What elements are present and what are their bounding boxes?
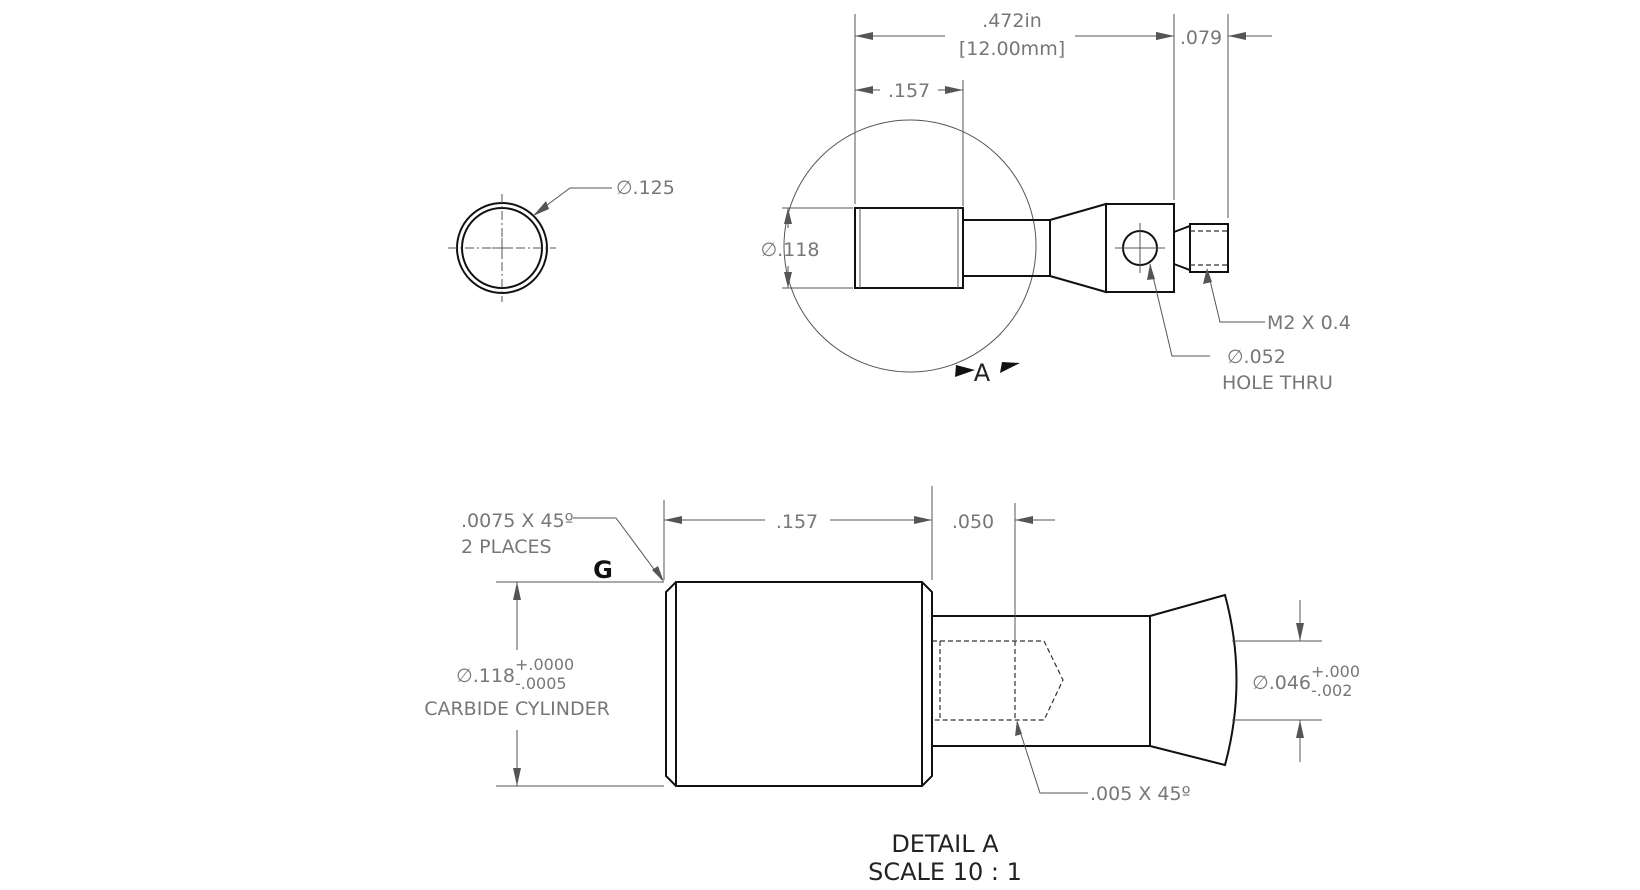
side-view-carbide-cylinder: [854, 207, 964, 289]
hole-callout-note: HOLE THRU: [1222, 372, 1333, 394]
thread-callout-arrow: [1203, 268, 1212, 284]
side-view-cone: [1049, 202, 1107, 294]
dim-118-arrow-top: [784, 208, 792, 224]
detail-shaft: [932, 615, 1151, 747]
hole-callout-leader: [1149, 263, 1210, 357]
detail-pin-dia: ∅.046: [1252, 672, 1311, 694]
detail-chamfer-places: 2 PLACES: [461, 536, 552, 558]
detail-a-boundary-circle: [783, 119, 1037, 373]
dim-079-arrow: [1228, 32, 1246, 40]
detail-dim-050-label: .050: [952, 511, 994, 533]
dim-472-arrow-left: [855, 32, 873, 40]
thread-callout-leader: [1207, 271, 1265, 323]
detail-cone: [1149, 593, 1238, 767]
detail-title: DETAIL A: [891, 830, 999, 858]
detail-datum-g: G: [593, 556, 613, 584]
detail-cyl-dim-arrow-top: [513, 582, 521, 600]
detail-pin-tol-minus: -.002: [1311, 681, 1352, 700]
dim-157-label: .157: [888, 80, 930, 102]
dim-472-label: .472in: [982, 10, 1042, 32]
end-view-dia-label: ∅.125: [616, 177, 675, 199]
detail-dim-157-label: .157: [776, 511, 818, 533]
hole-callout-dia: ∅.052: [1227, 346, 1286, 368]
end-view-dia-arrowhead: [533, 201, 549, 216]
end-view-dia-leader: [534, 187, 612, 215]
detail-cyl-tol-minus: -.0005: [515, 674, 567, 693]
side-view-shaft: [962, 219, 1051, 277]
detail-pin-dim-arrow-top: [1296, 623, 1304, 641]
detail-chamfer-leader: [573, 517, 663, 581]
detail-cyl-dia: ∅.118: [456, 665, 515, 687]
detail-cyl-note: CARBIDE CYLINDER: [424, 698, 610, 720]
detail-pin-tol-plus: +.000: [1311, 662, 1360, 681]
side-view-body: [1105, 203, 1175, 293]
dim-157-arrow-left: [855, 86, 873, 94]
detail-chamfer-label: .0075 X 45º: [461, 510, 574, 532]
detail-marker-arrow-left: [955, 365, 975, 377]
detail-chamfer2-label: .005 X 45º: [1090, 783, 1191, 805]
dim-472-mm-label: [12.00mm]: [959, 38, 1065, 60]
detail-carbide-cylinder: [665, 581, 933, 787]
detail-marker-arrow-right: [1000, 362, 1020, 373]
detail-chamfer2-leader: [1016, 721, 1088, 794]
end-view: ∅.125: [448, 177, 675, 302]
thread-callout-label: M2 X 0.4: [1267, 312, 1351, 334]
detail-a-view: .157 .050 .0075 X 45º 2 PLACES G ∅.118 +…: [424, 486, 1360, 886]
hole-callout-arrow: [1147, 264, 1155, 280]
detail-chamfer-arrow: [652, 566, 664, 582]
detail-dim-157-arrow-right: [914, 516, 932, 524]
dim-079-label: .079: [1180, 27, 1222, 49]
detail-hidden-bore: [932, 640, 1064, 721]
detail-marker-letter: A: [974, 359, 991, 387]
detail-chamfer2-arrow: [1015, 720, 1022, 736]
side-view: .472in [12.00mm] .079 .157 ∅.118 M2 X 0.…: [761, 10, 1351, 394]
dim-157-arrow-right: [945, 86, 963, 94]
dim-118-label: ∅.118: [761, 239, 820, 261]
detail-scale: SCALE 10 : 1: [868, 858, 1022, 886]
dim-079-arrow-left: [1156, 32, 1174, 40]
side-view-thread: [1189, 223, 1229, 273]
dim-118-arrow-bottom: [784, 272, 792, 288]
detail-dim-050-arrow: [1015, 516, 1033, 524]
detail-cyl-tol-plus: +.0000: [515, 655, 574, 674]
detail-pin-dim-arrow-bottom: [1296, 720, 1304, 738]
detail-dim-157-arrow-left: [664, 516, 682, 524]
detail-cyl-dim-arrow-bottom: [513, 768, 521, 786]
side-view-thread-neck: [1173, 224, 1191, 272]
